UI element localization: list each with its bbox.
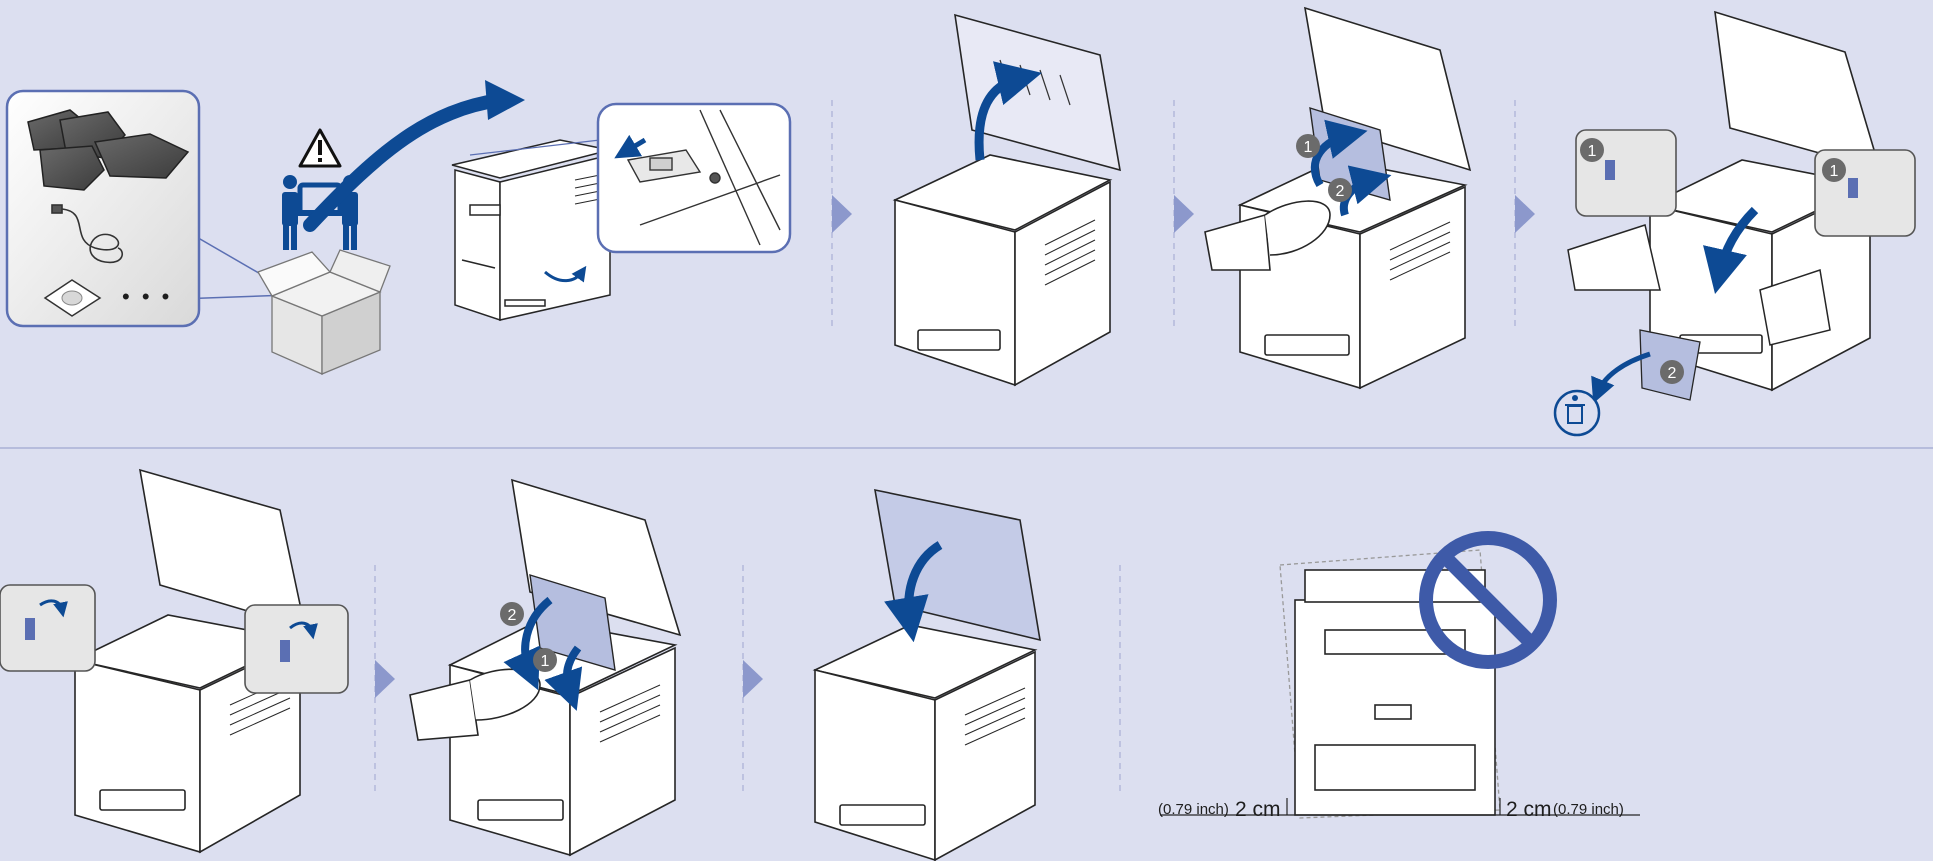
next-step-arrow — [743, 660, 763, 698]
installation-cd-icon — [43, 279, 102, 317]
step-unpack: • • • — [5, 80, 525, 375]
step-badge: 1 — [1822, 158, 1846, 182]
step-badge: 1 — [533, 648, 557, 672]
lift-arrow-head — [485, 80, 525, 120]
step-unlock-levers — [0, 468, 349, 854]
step-remove-tape: 2 1 1 — [1553, 10, 1916, 437]
trash-bin-icon — [1553, 389, 1601, 437]
packing-bags-icon — [27, 109, 190, 191]
clearance-markers — [1286, 798, 1501, 815]
pull-arrow-1 — [1310, 119, 1368, 188]
right-clearance-inch: (0.79 inch) — [1553, 801, 1624, 818]
more-items-ellipsis: • • • — [122, 284, 172, 309]
svg-text:2: 2 — [508, 607, 517, 624]
step-level-surface: (0.79 inch) 2 cm 2 cm (0.79 inch) — [1158, 531, 1640, 821]
warning-triangle-icon — [298, 128, 342, 168]
step-close-inner-cover: 2 1 — [409, 478, 682, 857]
left-detail-callout — [0, 584, 96, 672]
scanner-lock-callout — [596, 102, 792, 254]
prohibition-icon — [1419, 531, 1557, 669]
next-step-arrow — [1515, 195, 1535, 233]
step-badge: 2 — [500, 602, 524, 626]
side-vents — [964, 687, 1026, 746]
step-badge: 2 — [1328, 178, 1352, 202]
open-lid-arrow — [974, 61, 1042, 161]
lock-lever — [280, 640, 290, 662]
hand-left — [1567, 224, 1661, 291]
hand-right — [1759, 269, 1831, 346]
svg-text:2: 2 — [1668, 365, 1677, 382]
hand — [1204, 213, 1271, 271]
step-badge: 1 — [1296, 134, 1320, 158]
step-badge: 1 — [1580, 138, 1604, 162]
side-vents — [1389, 221, 1451, 281]
push-arrow-2 — [503, 596, 553, 691]
left-clearance-inch: (0.79 inch) — [1158, 801, 1229, 818]
next-step-arrow — [832, 195, 852, 233]
right-detail-callout — [244, 604, 349, 694]
next-step-arrow — [375, 660, 395, 698]
scanner-lock-detail — [626, 109, 781, 246]
callout-pointer — [469, 139, 601, 156]
scanner-lid-closing — [874, 488, 1041, 642]
shipping-box — [257, 249, 391, 375]
hand — [409, 679, 479, 741]
lock-lever — [1605, 160, 1615, 180]
step-open-scanner — [892, 13, 1122, 387]
lock-lever — [1848, 178, 1858, 198]
push-arrow-1 — [544, 645, 583, 711]
power-cord-icon — [51, 204, 124, 264]
inner-cover — [529, 574, 616, 671]
close-lid-arrow — [884, 541, 943, 643]
lock-lever — [25, 618, 35, 640]
side-vents — [1044, 219, 1096, 286]
right-clearance-cm: 2 cm — [1506, 798, 1552, 821]
tilted-printer-outline — [1279, 549, 1501, 819]
step-badge: 2 — [1660, 360, 1684, 384]
left-clearance-cm: 2 cm — [1235, 798, 1281, 821]
step-place-printer — [451, 102, 792, 322]
open-scanner-lid — [1714, 10, 1882, 172]
svg-text:1: 1 — [1304, 139, 1313, 156]
step-close-scanner — [812, 488, 1041, 861]
svg-text:2: 2 — [1336, 183, 1345, 200]
side-vents — [574, 174, 601, 205]
pull-down-arrow — [1703, 206, 1759, 294]
remove-tape-arrow — [544, 265, 587, 283]
step-remove-inner-packing: 1 2 — [1204, 6, 1472, 390]
lift-arrow — [303, 93, 507, 232]
side-vents — [599, 684, 661, 743]
svg-text:1: 1 — [541, 653, 550, 670]
next-step-arrow — [1174, 195, 1194, 233]
svg-text:1: 1 — [1830, 163, 1839, 180]
unlock-arrow — [614, 134, 647, 159]
svg-text:1: 1 — [1588, 143, 1597, 160]
discard-arrow — [1591, 351, 1651, 404]
